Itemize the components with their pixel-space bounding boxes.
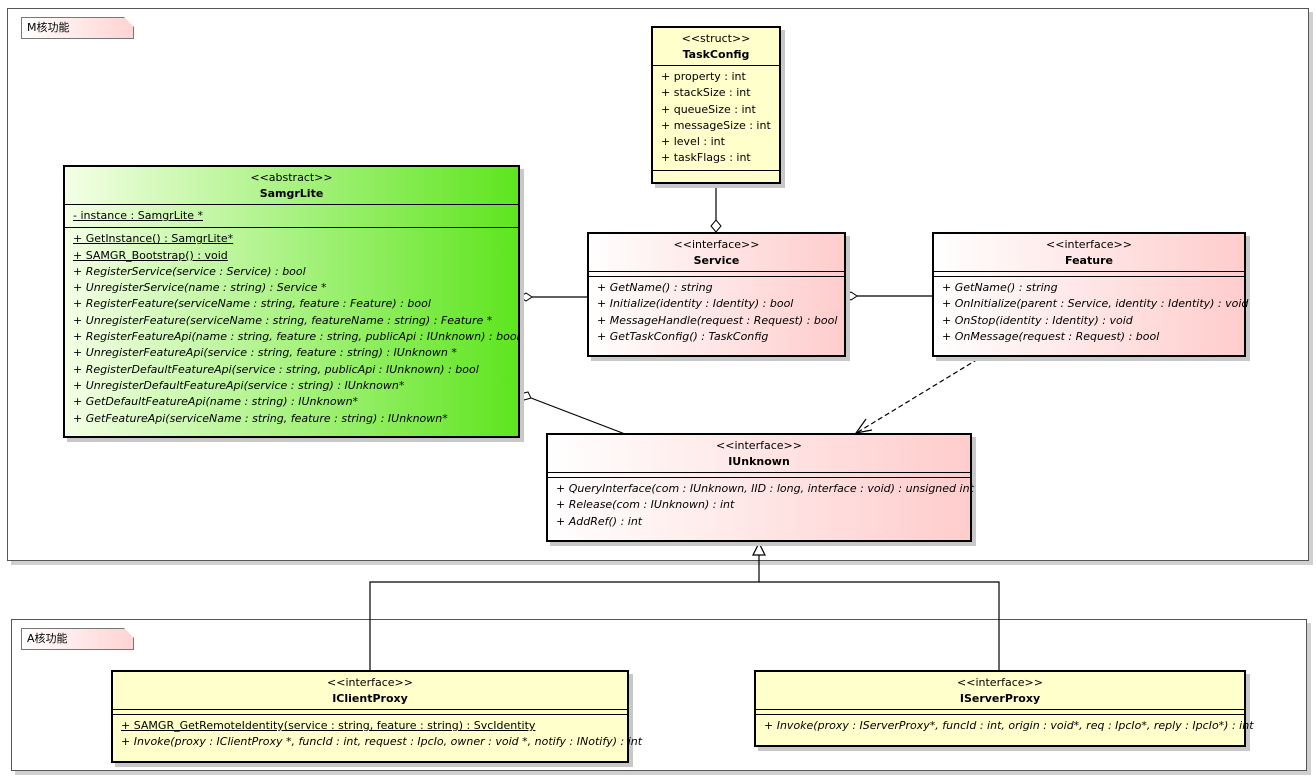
samgrlite-name: SamgrLite [259,187,324,200]
operation: + RegisterFeature(serviceName : string, … [73,297,431,311]
feature-operations: + GetName() : string + OnInitialize(pare… [934,276,1249,348]
operation: + QueryInterface(com : IUnknown, IID : l… [556,482,974,495]
service-attributes [589,271,844,276]
operation: + GetName() : string [597,281,713,294]
samgrlite-operations: + GetInstance() : SamgrLite* + SAMGR_Boo… [65,227,520,430]
taskconfig-stereotype: <<struct>> [681,32,751,45]
samgrlite-stereotype: <<abstract>> [250,171,333,184]
taskconfig-name: TaskConfig [682,48,750,61]
service-name: Service [693,254,740,267]
iunknown-stereotype: <<interface>> [716,439,802,452]
feature-stereotype: <<interface>> [1046,238,1132,251]
attribute: + taskFlags : int [661,151,751,165]
operation: + GetName() : string [942,281,1058,294]
package-a-core-label: A核功能 [21,628,134,650]
iunknown-attributes [548,472,970,477]
iserverproxy-attributes [756,709,1244,714]
operation: + MessageHandle(request : Request) : boo… [597,313,838,327]
operation: + GetDefaultFeatureApi(name : string) : … [73,395,359,409]
operation: + GetFeatureApi(serviceName : string, fe… [73,411,448,425]
attribute: + level : int [661,135,725,149]
iclientproxy-stereotype: <<interface>> [327,676,413,689]
operation: + UnregisterFeatureApi(service : string,… [73,346,457,360]
iserverproxy-stereotype: <<interface>> [957,676,1043,689]
operation: + SAMGR_Bootstrap() : void [73,248,228,262]
samgrlite-attributes: - instance : SamgrLite * [65,204,518,227]
operation: + UnregisterService(name : string) : Ser… [73,281,327,295]
operation: + Invoke(proxy : IClientProxy *, funcId … [121,735,643,749]
operation: + UnregisterDefaultFeatureApi(service : … [73,378,405,392]
operation: + OnInitialize(parent : Service, identit… [942,297,1249,311]
attribute: + queueSize : int [661,102,756,116]
package-m-core-label: M核功能 [21,17,134,39]
operation: + RegisterDefaultFeatureApi(service : st… [73,362,479,376]
class-iserverproxy[interactable]: <<interface>> IServerProxy + Invoke(prox… [754,670,1254,747]
operation: + RegisterService(service : Service) : b… [73,264,306,278]
class-samgrlite[interactable]: <<abstract>> SamgrLite - instance : Samg… [63,165,520,438]
iunknown-operations: + QueryInterface(com : IUnknown, IID : l… [548,477,974,533]
attribute: + messageSize : int [661,118,771,132]
attribute: - instance : SamgrLite * [73,209,203,222]
attribute: + stackSize : int [661,86,751,100]
class-iclientproxy[interactable]: <<interface>> IClientProxy + SAMGR_GetRe… [111,670,643,763]
service-stereotype: <<interface>> [673,238,760,251]
iclientproxy-name: IClientProxy [332,692,408,705]
operation: + Initialize(identity : Identity) : bool [597,297,794,311]
class-taskconfig[interactable]: <<struct>> TaskConfig + property : int +… [651,26,781,184]
operation: + GetInstance() : SamgrLite* [73,232,234,246]
operation: + AddRef() : int [556,514,643,528]
iclientproxy-attributes [113,709,627,714]
iserverproxy-name: IServerProxy [959,692,1041,705]
class-service[interactable]: <<interface>> Service + GetName() : stri… [587,232,846,357]
operation: + OnMessage(request : Request) : bool [942,329,1160,343]
class-feature[interactable]: <<interface>> Feature + GetName() : stri… [932,232,1249,357]
service-operations: + GetName() : string + Initialize(identi… [589,276,844,348]
operation: + Release(com : IUnknown) : int [556,498,735,512]
operation: + SAMGR_GetRemoteIdentity(service : stri… [121,719,536,732]
iunknown-name: IUnknown [728,455,790,468]
iserverproxy-operations: + Invoke(proxy : IServerProxy*, funcId :… [756,714,1254,737]
taskconfig-attributes: + property : int + stackSize : int + que… [653,65,779,170]
operation: + GetTaskConfig() : TaskConfig [597,329,769,343]
iclientproxy-operations: + SAMGR_GetRemoteIdentity(service : stri… [113,714,643,754]
feature-attributes [934,271,1244,276]
operation: + OnStop(identity : Identity) : void [942,313,1133,327]
operation: + RegisterFeatureApi(name : string, feat… [73,330,520,344]
feature-name: Feature [1065,254,1113,267]
operation: + UnregisterFeature(serviceName : string… [73,313,493,327]
taskconfig-operations [653,169,779,175]
class-iunknown[interactable]: <<interface>> IUnknown + QueryInterface(… [546,433,974,542]
operation: + Invoke(proxy : IServerProxy*, funcId :… [764,719,1254,732]
attribute: + property : int [661,70,746,83]
